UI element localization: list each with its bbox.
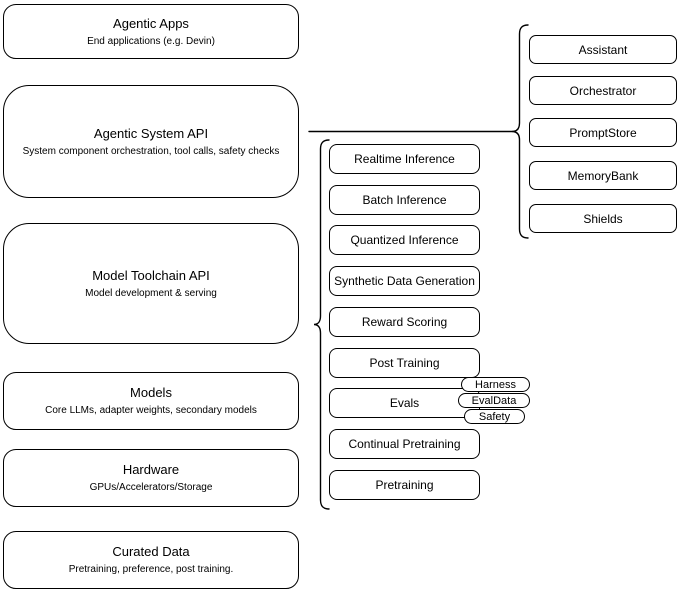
component-label: Assistant	[578, 42, 628, 57]
toolchain-item-label: Reward Scoring	[361, 315, 448, 329]
node-title: Hardware	[122, 462, 180, 477]
component-promptstore: PromptStore	[529, 118, 677, 147]
component-label: Shields	[583, 211, 623, 226]
toolchain-item-label: Evals	[389, 396, 420, 410]
node-agentic-system-api: Agentic System API System component orch…	[3, 85, 299, 198]
eval-tag-safety: Safety	[464, 409, 525, 424]
node-curated-data: Curated Data Pretraining, preference, po…	[3, 531, 299, 589]
toolchain-item-label: Continual Pretraining	[348, 437, 461, 451]
node-subtitle: Model development & serving	[85, 287, 217, 299]
component-assistant: Assistant	[529, 35, 677, 64]
component-orchestrator: Orchestrator	[529, 76, 677, 105]
system-components-brace	[511, 24, 529, 239]
eval-tag-label: Safety	[478, 410, 511, 423]
toolchain-item-label: Post Training	[369, 356, 440, 370]
toolchain-item-label: Realtime Inference	[354, 152, 455, 166]
node-model-toolchain-api: Model Toolchain API Model development & …	[3, 223, 299, 344]
toolchain-item-realtime-inference: Realtime Inference	[329, 144, 480, 174]
node-title: Agentic System API	[93, 125, 209, 141]
node-agentic-apps: Agentic Apps End applications (e.g. Devi…	[3, 4, 299, 59]
toolchain-item-continual-pretraining: Continual Pretraining	[329, 429, 480, 459]
node-subtitle: End applications (e.g. Devin)	[87, 35, 215, 47]
node-subtitle: Pretraining, preference, post training.	[68, 564, 234, 575]
component-label: MemoryBank	[567, 168, 639, 183]
eval-tag-harness: Harness	[461, 377, 530, 392]
component-memorybank: MemoryBank	[529, 161, 677, 190]
toolchain-item-label: Pretraining	[375, 478, 434, 492]
eval-tag-label: EvalData	[471, 394, 517, 407]
node-models: Models Core LLMs, adapter weights, secon…	[3, 372, 299, 430]
node-title: Models	[130, 385, 172, 400]
toolchain-item-synthetic-data-generation: Synthetic Data Generation	[329, 266, 480, 296]
toolchain-item-reward-scoring: Reward Scoring	[329, 307, 480, 337]
component-label: Orchestrator	[569, 83, 637, 98]
toolchain-item-post-training: Post Training	[329, 348, 480, 378]
node-title: Model Toolchain API	[92, 267, 210, 283]
toolchain-item-label: Quantized Inference	[350, 233, 459, 247]
node-title: Curated Data	[112, 544, 190, 559]
eval-tag-evaldata: EvalData	[458, 393, 530, 408]
component-label: PromptStore	[569, 125, 637, 140]
component-shields: Shields	[529, 204, 677, 233]
toolchain-item-quantized-inference: Quantized Inference	[329, 225, 480, 255]
toolchain-item-label: Batch Inference	[362, 193, 447, 207]
node-hardware: Hardware GPUs/Accelerators/Storage	[3, 449, 299, 507]
toolchain-item-pretraining: Pretraining	[329, 470, 480, 500]
toolchain-item-label: Synthetic Data Generation	[334, 274, 475, 288]
toolchain-brace	[313, 139, 330, 510]
toolchain-item-evals: Evals	[329, 388, 480, 418]
node-subtitle: Core LLMs, adapter weights, secondary mo…	[45, 405, 257, 416]
eval-tag-label: Harness	[475, 378, 516, 391]
node-subtitle: GPUs/Accelerators/Storage	[89, 482, 213, 493]
node-subtitle: System component orchestration, tool cal…	[22, 145, 280, 157]
node-title: Agentic Apps	[113, 15, 189, 31]
toolchain-item-batch-inference: Batch Inference	[329, 185, 480, 215]
